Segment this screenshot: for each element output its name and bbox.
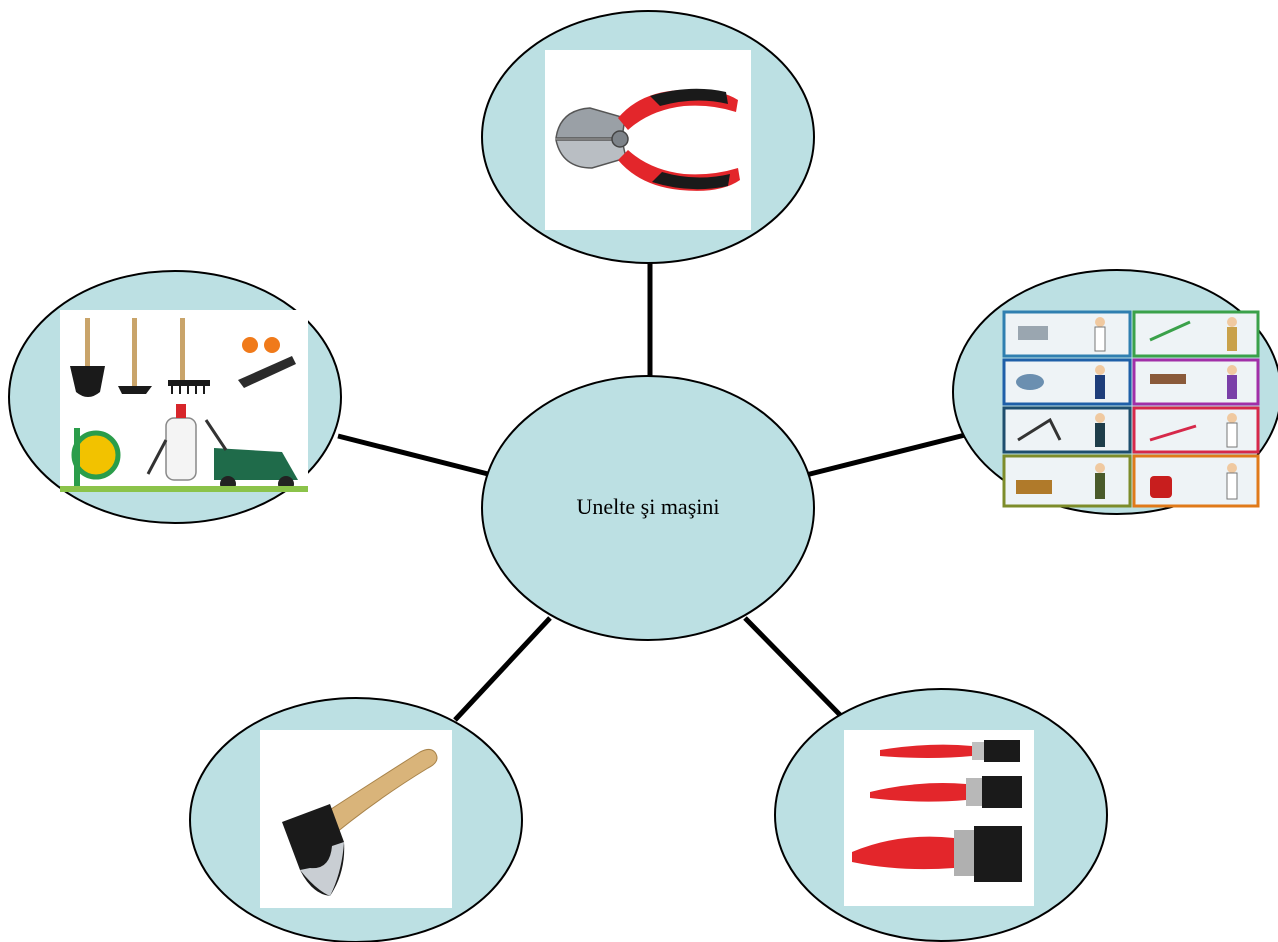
center-bubble [481, 375, 815, 641]
garden-tools-icon [60, 318, 308, 492]
node-bottom-right [774, 688, 1108, 942]
node-left [8, 270, 342, 524]
connectors [337, 262, 966, 722]
professions-cards-icon [1002, 310, 1260, 508]
connector-left [337, 433, 493, 478]
node-right [952, 269, 1278, 515]
paintbrushes-icon [852, 740, 1022, 882]
center-label: Unelte şi maşini [577, 494, 720, 519]
node-top [481, 10, 815, 264]
connector-bottom-left [453, 616, 552, 722]
axe-icon [282, 748, 438, 896]
connector-bottom-right [743, 616, 847, 722]
pliers-icon [555, 88, 740, 191]
connector-right [805, 432, 966, 478]
node-bottom-left [189, 697, 523, 942]
center-node: Unelte şi maşini [481, 375, 815, 641]
